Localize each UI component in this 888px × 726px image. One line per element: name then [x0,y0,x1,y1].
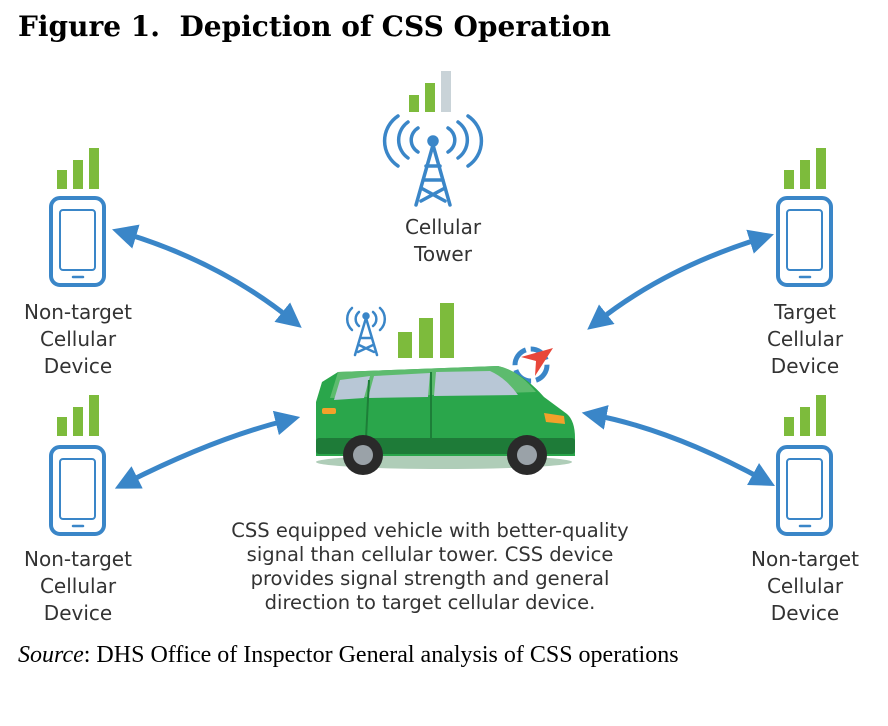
caption-line: direction to target cellular device. [264,591,596,614]
phone-icon-target [776,148,833,287]
caption-line: CSS equipped vehicle with better-quality [231,519,629,542]
phone-icon-bottom-right [776,395,833,536]
source-label: Source [18,642,84,668]
phone-icon-top-left [49,148,106,287]
css-antenna-icon [345,306,387,357]
css-signal-icon [398,303,454,358]
tower-label: Cellular Tower [404,215,482,266]
cellular-tower-icon [382,114,484,207]
arrow-top-left [112,224,302,328]
caption-line: signal than cellular tower. CSS device [246,543,614,566]
arrow-bottom-right [581,405,775,486]
direction-icon [512,346,553,384]
phone-icon-bottom-left [49,395,106,536]
device-label-target: Target Cellular Device [766,300,844,378]
arrow-top-right [587,229,774,330]
device-label-bottom-left: Non-target Cellular Device [24,547,132,625]
arrow-bottom-left [114,410,301,489]
device-label-top-left: Non-target Cellular Device [24,300,132,378]
caption-line: provides signal strength and general [250,567,610,590]
diagram-caption: CSS equipped vehicle with better-quality… [195,519,665,615]
tower-signal-icon [409,71,451,112]
css-vehicle [316,366,575,475]
device-label-bottom-right: Non-target Cellular Device [751,547,859,625]
source-text: : DHS Office of Inspector General analys… [83,642,679,668]
source-note: Source: DHS Office of Inspector General … [18,640,868,671]
figure-title: Figure 1. Depiction of CSS Operation [18,10,611,43]
